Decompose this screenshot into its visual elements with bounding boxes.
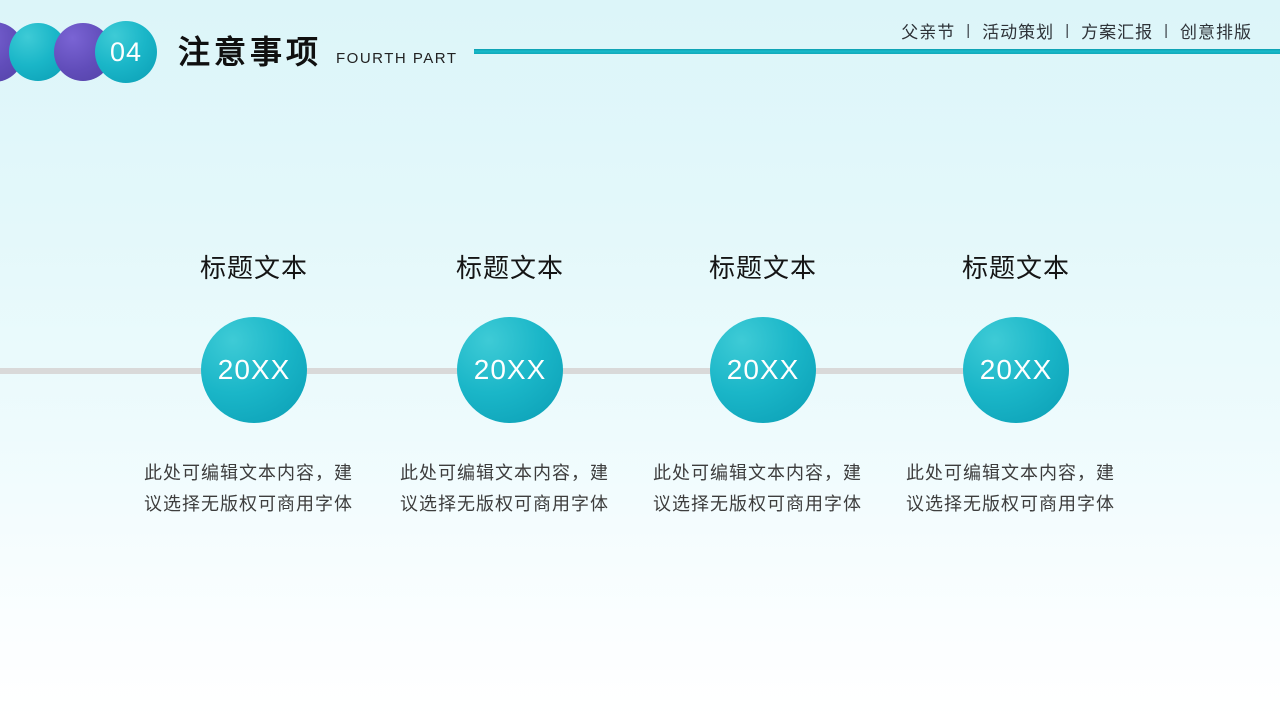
node-title: 标题文本	[455, 253, 564, 283]
nav-separator: |	[1164, 22, 1169, 39]
nav-item-fathers-day[interactable]: 父亲节	[901, 23, 956, 42]
year-circle: 20XX	[963, 317, 1069, 423]
node-title: 标题文本	[708, 253, 817, 283]
nav-separator: |	[966, 22, 972, 39]
timeline-node: 标题文本 20XX 此处可编辑文本内容，建议选择无版权可商用字体	[144, 252, 364, 520]
page-title: 注意事项	[178, 34, 323, 70]
year-circle: 20XX	[201, 317, 307, 423]
part-number-badge: 04	[95, 21, 157, 83]
node-description: 此处可编辑文本内容，建议选择无版权可商用字体	[653, 463, 862, 514]
nav-item-proposal-report[interactable]: 方案汇报	[1081, 23, 1154, 42]
node-title: 标题文本	[199, 253, 308, 283]
top-nav: 父亲节 | 活动策划 | 方案汇报 | 创意排版	[901, 18, 1252, 43]
year-label: 20XX	[473, 354, 547, 385]
node-title: 标题文本	[961, 253, 1070, 283]
header-divider-rule	[474, 49, 1280, 54]
node-description: 此处可编辑文本内容，建议选择无版权可商用字体	[144, 463, 353, 514]
nav-separator: |	[1065, 22, 1071, 39]
year-label: 20XX	[979, 354, 1053, 385]
node-description: 此处可编辑文本内容，建议选择无版权可商用字体	[400, 463, 609, 514]
page-subtitle: FOURTH PART	[336, 50, 458, 67]
header-title-row: 注意事项 FOURTH PART	[178, 34, 458, 70]
year-circle: 20XX	[710, 317, 816, 423]
year-label: 20XX	[726, 354, 800, 385]
year-label: 20XX	[217, 354, 291, 385]
timeline-node: 标题文本 20XX 此处可编辑文本内容，建议选择无版权可商用字体	[906, 252, 1126, 520]
part-number: 04	[109, 36, 143, 67]
timeline-node: 标题文本 20XX 此处可编辑文本内容，建议选择无版权可商用字体	[400, 252, 620, 520]
decorative-circle-group: 04	[0, 0, 200, 110]
node-description: 此处可编辑文本内容，建议选择无版权可商用字体	[906, 463, 1115, 514]
timeline-node: 标题文本 20XX 此处可编辑文本内容，建议选择无版权可商用字体	[653, 252, 873, 520]
nav-item-event-planning[interactable]: 活动策划	[982, 23, 1055, 42]
year-circle: 20XX	[457, 317, 563, 423]
nav-item-creative-layout[interactable]: 创意排版	[1180, 23, 1252, 42]
